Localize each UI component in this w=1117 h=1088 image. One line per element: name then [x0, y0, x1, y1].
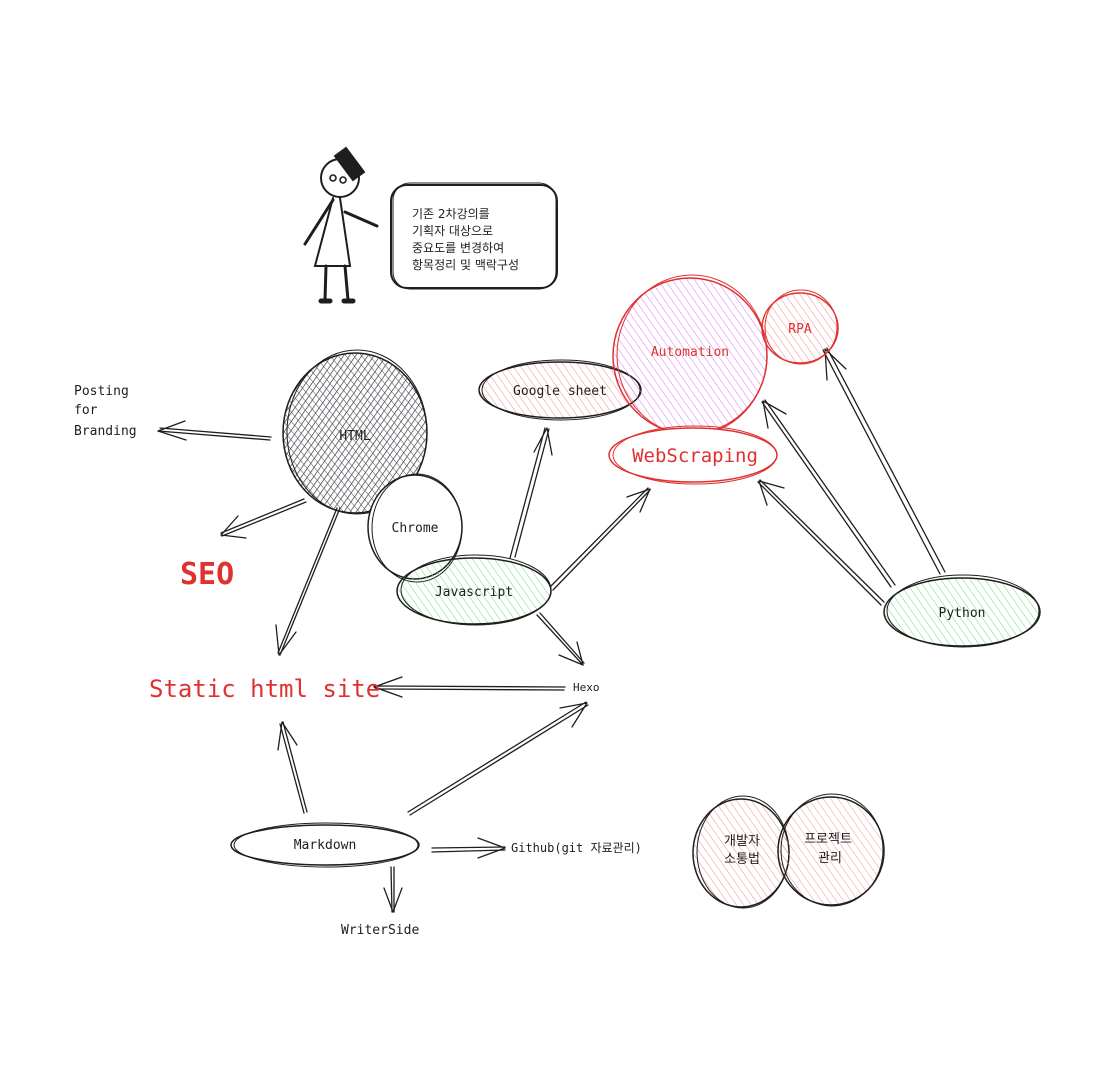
label-posting-branding: Posting for Branding	[74, 384, 137, 439]
posting-line-1: Posting	[74, 384, 129, 399]
node-webscraping[interactable]: WebScraping	[608, 425, 778, 485]
node-project-management[interactable]: 프로젝트 관리	[777, 793, 885, 907]
node-rpa-label: RPA	[788, 322, 812, 337]
arrow-markdown-to-hexo	[407, 701, 589, 816]
figure-hat	[333, 146, 366, 182]
node-python-label: Python	[939, 606, 986, 621]
bubble-line-2: 기획자 대상으로	[412, 224, 493, 238]
node-markdown[interactable]: Markdown	[230, 822, 420, 868]
figure-eye-right	[339, 176, 347, 184]
dev-communication-line-1: 개발자	[724, 834, 760, 849]
label-github: Github(git 자료관리)	[511, 841, 642, 855]
bubble-line-1: 기존 2차강의를	[412, 207, 490, 221]
arrow-python-to-webscraping	[757, 479, 885, 606]
arrows	[157, 347, 946, 913]
figure-eye-left	[329, 174, 337, 182]
arrow-hexo-to-static	[373, 676, 566, 698]
arrow-markdown-to-static	[277, 721, 308, 814]
arrow-python-to-rpa	[822, 347, 946, 575]
arrow-html-to-seo	[220, 498, 307, 539]
bubble-line-3: 중요도를 변경하여	[412, 241, 504, 255]
arrow-js-to-googlesheet	[509, 427, 553, 559]
node-chrome[interactable]: Chrome	[367, 473, 463, 583]
arrow-js-to-webscraping	[550, 487, 651, 591]
bubble-line-4: 항목정리 및 맥락구성	[412, 258, 519, 272]
dev-communication-line-2: 소통법	[724, 852, 760, 867]
project-management-line-2: 관리	[818, 851, 842, 866]
node-javascript-label: Javascript	[435, 585, 513, 600]
node-javascript[interactable]: Javascript	[396, 554, 552, 626]
label-hexo: Hexo	[573, 681, 600, 694]
figure-body	[313, 197, 352, 267]
figure-arm-left	[303, 198, 335, 246]
arrow-html-to-static	[275, 507, 341, 656]
label-seo: SEO	[180, 557, 234, 592]
label-writerside: WriterSide	[341, 923, 419, 938]
node-python[interactable]: Python	[883, 574, 1041, 648]
arrow-markdown-to-writerside	[383, 866, 403, 913]
node-webscraping-label: WebScraping	[632, 445, 758, 467]
node-html[interactable]: HTML	[282, 349, 428, 515]
node-markdown-label: Markdown	[294, 838, 357, 853]
posting-line-3: Branding	[74, 424, 137, 439]
arrow-html-to-posting	[157, 420, 272, 441]
node-dev-communication[interactable]: 개발자 소통법	[692, 795, 790, 909]
arrow-js-to-hexo	[536, 612, 585, 666]
node-google-sheet[interactable]: Google sheet	[478, 359, 642, 421]
project-management-line-1: 프로젝트	[804, 832, 852, 847]
stick-figure	[303, 146, 379, 304]
arrow-python-to-automation	[761, 399, 896, 588]
figure-arm-right	[343, 210, 379, 228]
node-rpa[interactable]: RPA	[761, 289, 839, 365]
node-html-label: HTML	[339, 429, 370, 444]
node-google-sheet-label: Google sheet	[513, 384, 607, 399]
node-automation-label: Automation	[651, 345, 729, 360]
label-static-html-site: Static html site	[149, 675, 380, 703]
figure-legs	[323, 264, 350, 302]
node-automation[interactable]: Automation	[612, 274, 768, 436]
speech-bubble: 기존 2차강의를 기획자 대상으로 중요도를 변경하여 항목정리 및 맥락구성	[390, 182, 558, 290]
posting-line-2: for	[74, 403, 98, 418]
arrow-markdown-to-github	[431, 837, 506, 859]
node-chrome-label: Chrome	[392, 521, 439, 536]
